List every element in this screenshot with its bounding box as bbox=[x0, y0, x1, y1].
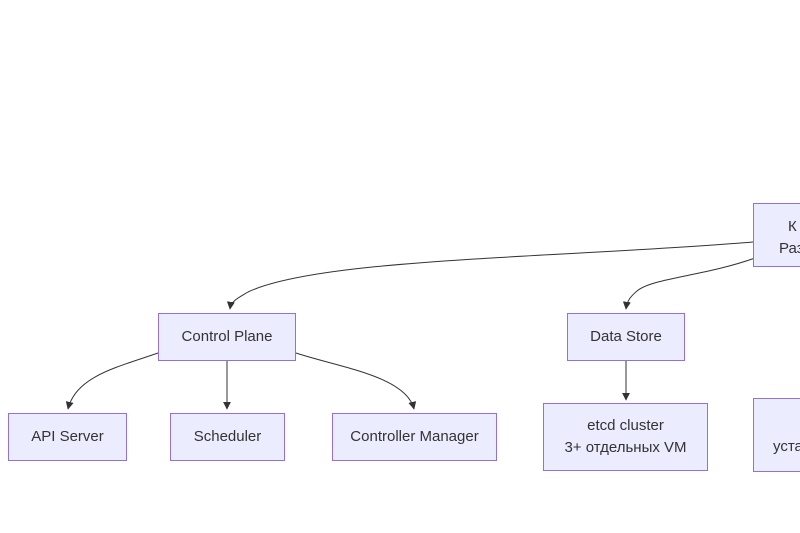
node-cluster-label-line1: К bbox=[788, 218, 797, 235]
edge-cluster-to-data-store bbox=[622, 257, 756, 310]
node-controller-manager: Controller Manager bbox=[332, 413, 497, 461]
node-etcd-cluster: etcd cluster 3+ отдельных VM bbox=[543, 403, 708, 471]
node-cluster: К Раз bbox=[753, 203, 800, 267]
node-install: уста bbox=[753, 398, 800, 472]
node-scheduler-label: Scheduler bbox=[193, 428, 262, 445]
node-cluster-label-line2: Раз bbox=[779, 240, 800, 257]
edge-control-plane-to-controller-manager bbox=[295, 352, 417, 410]
node-scheduler: Scheduler bbox=[170, 413, 285, 461]
edge-control-plane-to-api-server bbox=[65, 352, 159, 410]
node-control-plane: Control Plane bbox=[158, 313, 296, 361]
node-data-store: Data Store bbox=[567, 313, 685, 361]
node-install-label-line1: уста bbox=[773, 438, 800, 455]
edge-cluster-to-control-plane bbox=[226, 241, 754, 310]
node-etcd-cluster-label-line2: 3+ отдельных VM bbox=[564, 439, 687, 456]
node-etcd-cluster-label-line1: etcd cluster bbox=[587, 417, 664, 434]
node-control-plane-label: Control Plane bbox=[181, 328, 273, 345]
node-controller-manager-label: Controller Manager bbox=[350, 428, 479, 445]
node-api-server: API Server bbox=[8, 413, 127, 461]
node-api-server-label: API Server bbox=[31, 428, 104, 445]
node-data-store-label: Data Store bbox=[590, 328, 662, 345]
